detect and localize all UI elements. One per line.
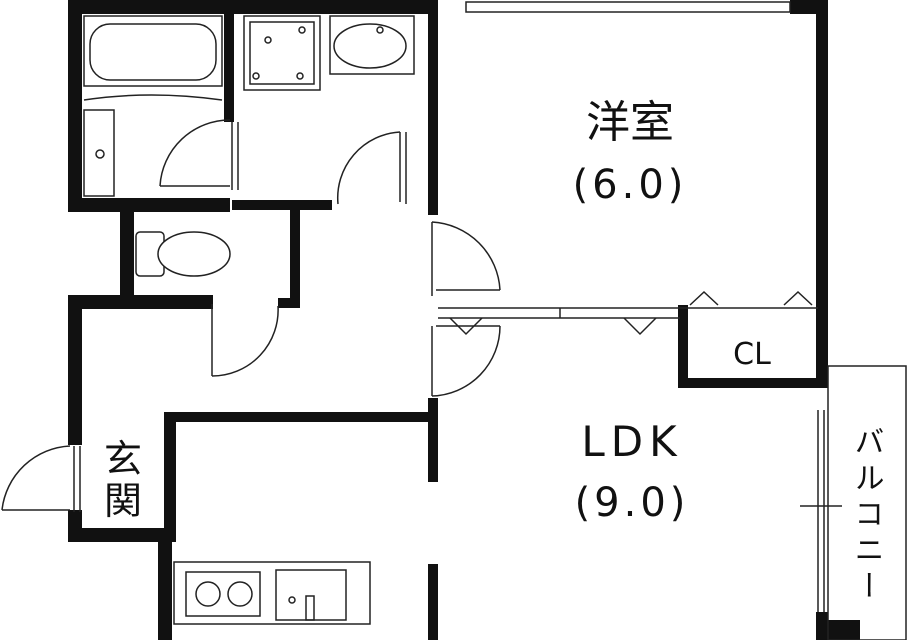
ldk-door: [431, 325, 501, 397]
wall-toilet-left: [120, 206, 134, 306]
entrance-door: [1, 445, 81, 512]
wall-bath-divider: [224, 0, 234, 122]
doors: [1, 119, 501, 512]
balcony: [800, 365, 907, 640]
wall-center-bottom: [428, 564, 438, 640]
room-entrance-line1: 玄: [104, 437, 142, 481]
wall-cl-bottom: [678, 378, 828, 388]
wall-left-hall: [68, 295, 82, 445]
wall-center-lower: [428, 398, 438, 482]
room-western-size: (6.0): [573, 162, 688, 208]
wall-bath-bottom: [68, 198, 230, 212]
western-room-door: [431, 221, 501, 296]
wall-genkan-right: [164, 412, 176, 542]
wall-right-upper: [816, 0, 828, 388]
washroom-door: [336, 131, 407, 205]
room-closet-name: CL: [733, 337, 771, 372]
wall-bottom-right-ext: [820, 620, 860, 640]
room-balcony-name: バルコニー: [849, 426, 884, 606]
room-ldk-name: LDK: [581, 417, 682, 466]
wash-basin: [329, 15, 415, 75]
wall-toilet-bottom-left: [68, 295, 213, 309]
window-top: [465, 1, 791, 13]
toilet: [135, 231, 231, 277]
wall-top-left: [68, 0, 438, 14]
wall-bath-bottom-right: [232, 200, 332, 210]
walls: [68, 0, 860, 640]
wall-kitchen-left: [158, 528, 172, 640]
room-western-name: 洋室: [586, 97, 674, 148]
kitchen-counter: [173, 561, 371, 625]
sliding-partition: [438, 290, 818, 336]
bath-door: [159, 119, 239, 190]
wall-left-bath: [68, 0, 82, 212]
washing-machine: [243, 15, 321, 91]
wall-hall-bottom: [170, 412, 438, 422]
bathtub: [83, 15, 223, 197]
wall-toilet-right: [290, 208, 300, 308]
wall-cl-left: [678, 305, 688, 388]
toilet-door: [211, 304, 279, 377]
room-entrance-line2: 関: [104, 479, 142, 523]
wall-toilet-bottom-right: [278, 298, 300, 308]
wall-entry-bottom: [68, 528, 170, 542]
wall-center-upper: [428, 0, 438, 215]
room-ldk-size: (9.0): [575, 480, 690, 526]
